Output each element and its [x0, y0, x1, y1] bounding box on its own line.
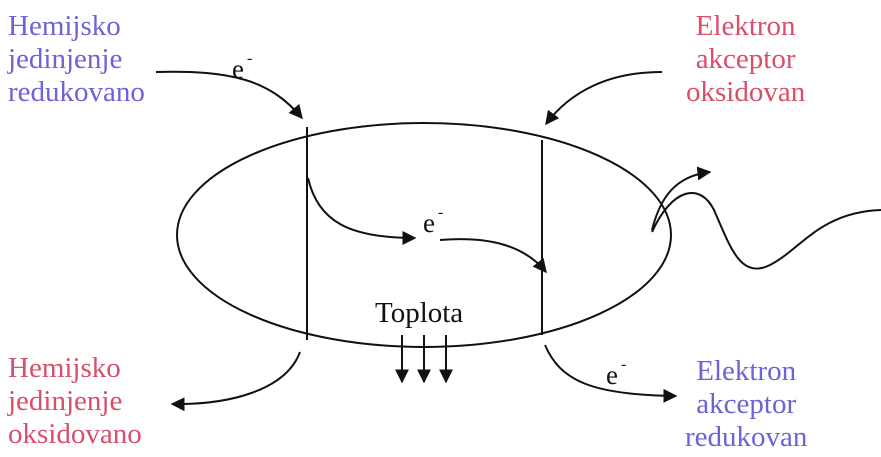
label-line: redukovano: [8, 76, 145, 108]
arrow-compound-out: [170, 351, 301, 412]
electron-charge: -: [438, 204, 443, 221]
label-reduced-acceptor: Elektron akceptor redukovan: [685, 355, 807, 454]
label-line: jedinjenje: [8, 43, 123, 75]
electron-symbol: e: [606, 360, 618, 390]
arrow-electron-in: [155, 70, 303, 120]
label-line: Hemijsko: [8, 10, 121, 42]
electron-label-middle: e -: [423, 204, 443, 238]
electron-label-bottom: e -: [606, 356, 626, 390]
label-line: oksidovan: [686, 76, 806, 108]
arrow-acceptor-in: [545, 71, 663, 126]
electron-symbol: e: [423, 208, 435, 238]
label-line: akceptor: [695, 43, 796, 75]
label-oxidized-compound: Hemijsko jedinjenje oksidovano: [8, 352, 142, 451]
arrow-electron-transfer-2: [439, 238, 547, 274]
label-line: Hemijsko: [8, 352, 121, 384]
motion-arrow: [651, 166, 712, 231]
electron-label-top: e -: [232, 50, 252, 84]
label-line: redukovan: [685, 421, 808, 453]
label-line: Elektron: [695, 10, 796, 42]
label-reduced-compound: Hemijsko jedinjenje redukovano: [8, 10, 145, 109]
arrow-electron-transfer-1: [307, 177, 417, 245]
label-heat: Toplota: [375, 297, 464, 329]
label-oxidized-acceptor: Elektron akceptor oksidovan: [686, 10, 805, 109]
electron-charge: -: [247, 50, 252, 67]
label-line: akceptor: [696, 388, 797, 420]
label-line: oksidovano: [8, 418, 142, 450]
label-line: jedinjenje: [8, 385, 123, 417]
flagellum: [651, 192, 881, 270]
label-line: Elektron: [696, 355, 797, 387]
arrow-electron-out: [544, 344, 678, 403]
electron-symbol: e: [232, 54, 244, 84]
electron-charge: -: [621, 356, 626, 373]
